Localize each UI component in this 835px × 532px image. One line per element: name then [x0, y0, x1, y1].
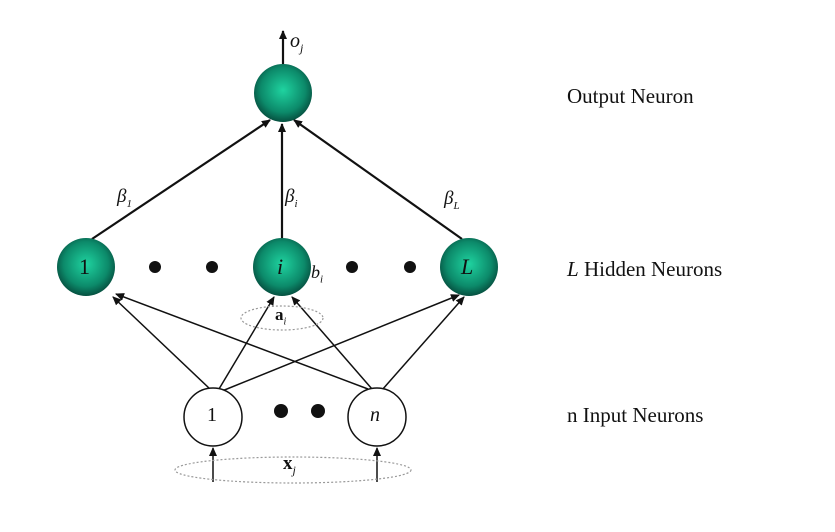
bias-b-i: bi	[311, 262, 324, 286]
ellipsis-dot	[274, 404, 288, 418]
output-symbol: oj	[290, 30, 304, 55]
hidden-neuron-1	[57, 238, 115, 296]
a-ellipse	[240, 305, 324, 331]
input-node-label: n	[370, 404, 380, 426]
edge-hiddenL-output	[293, 119, 463, 240]
x-ellipse	[174, 456, 412, 484]
edge-inn-hL	[381, 296, 465, 391]
hidden-node-label: L	[461, 254, 474, 279]
input-neuron-1	[183, 387, 243, 447]
hidden-layer-label: L Hidden Neurons	[567, 257, 723, 281]
edge-inn-hi	[291, 296, 373, 390]
input-layer-label: n Input Neurons	[567, 403, 704, 427]
hidden-neuron-L	[440, 238, 498, 296]
edge-inn-h1	[115, 293, 369, 390]
ellipsis-dot	[311, 404, 325, 418]
input-neuron-n	[347, 387, 407, 447]
weight-beta-1: β1	[117, 186, 132, 210]
output-layer-label: Output Neuron	[567, 84, 694, 108]
input-vector-x-j: xj	[283, 453, 296, 477]
weight-beta-i: βi	[285, 186, 298, 210]
hidden-node-label: 1	[79, 254, 90, 279]
edge-in1-h1	[112, 296, 211, 390]
input-weights-a-i: ai	[275, 305, 287, 328]
ellipsis-dot	[206, 261, 218, 273]
edge-in1-hL	[221, 294, 460, 392]
input-node-label: 1	[207, 404, 217, 426]
ellipsis-dot	[149, 261, 161, 273]
output-neuron	[254, 64, 312, 122]
hidden-neuron-i	[253, 238, 311, 296]
ellipsis-dot	[346, 261, 358, 273]
hidden-node-label: i	[277, 254, 284, 279]
ellipsis-dot	[404, 261, 416, 273]
weight-beta-L: βL	[444, 188, 460, 212]
edge-hidden1-output	[91, 119, 271, 240]
